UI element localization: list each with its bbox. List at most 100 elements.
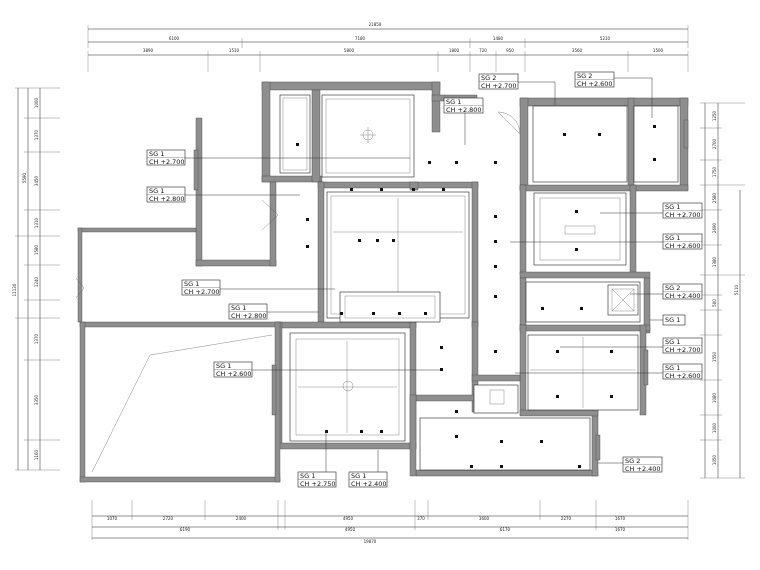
tag-17: SG 2 CH +2.400 bbox=[622, 456, 663, 473]
tag-height: CH +2.600 bbox=[665, 242, 701, 250]
tag-15: SG 1 CH +2.700 bbox=[662, 337, 703, 354]
dim-top-inner-7: 3560 bbox=[572, 48, 583, 53]
tag-code: SG 1 bbox=[665, 338, 680, 346]
dim-left-7: 1370 bbox=[34, 333, 39, 344]
dim-bottom-inner-2: 2720 bbox=[163, 516, 174, 521]
left-dimensions: 1000 1370 3450 1310 1580 1240 1370 3350 … bbox=[12, 87, 60, 471]
dim-right-total: 5110 bbox=[734, 284, 739, 295]
dim-left-2: 1370 bbox=[34, 129, 39, 140]
dim-right-9: 1080 bbox=[712, 392, 717, 403]
tag-16: SG 1 CH +2.600 bbox=[662, 363, 703, 380]
tag-code: SG 1 bbox=[149, 150, 164, 158]
dim-left-mid: 5590 bbox=[22, 172, 27, 183]
dim-left-3: 3450 bbox=[34, 175, 39, 186]
dim-bottom-inner-8: 1670 bbox=[615, 516, 626, 521]
dim-left-5: 1580 bbox=[34, 244, 39, 255]
tag-6: SG 1 CH +2.750 bbox=[297, 471, 337, 488]
tag-code: SG 1 bbox=[665, 234, 680, 242]
tag-code: SG 2 bbox=[481, 74, 496, 82]
tag-height: CH +2.700 bbox=[481, 82, 517, 90]
dim-right-10: 1000 bbox=[712, 422, 717, 433]
tag-code: SG 1 bbox=[351, 472, 366, 480]
dim-left-9: 1160 bbox=[34, 449, 39, 460]
tag-13: SG 2 CH +2.400 bbox=[662, 283, 703, 300]
dim-top-inner-5: 720 bbox=[479, 48, 487, 53]
tag-11: SG 1 CH +2.700 bbox=[662, 202, 703, 219]
tag-height: CH +2.750 bbox=[300, 480, 336, 488]
tag-2: SG 1 CH +2.800 bbox=[146, 186, 186, 203]
tag-10: SG 2 CH +2.600 bbox=[574, 71, 615, 88]
dim-bottom-total: 19870 bbox=[364, 539, 377, 544]
tag-3: SG 1 CH +2.700 bbox=[181, 279, 221, 296]
tag-code: SG 1 bbox=[149, 187, 164, 195]
tag-height: CH +2.400 bbox=[625, 465, 661, 473]
tag-code: SG 1 bbox=[231, 304, 246, 312]
dim-bottom-inner-6: 3600 bbox=[479, 516, 490, 521]
tag-height: CH +2.600 bbox=[577, 80, 613, 88]
top-dimensions: 21850 6100 7180 1480 5210 3890 1510 5800… bbox=[87, 22, 689, 72]
dim-top-mid-1: 6100 bbox=[169, 36, 180, 41]
dim-top-inner-3: 5800 bbox=[344, 48, 355, 53]
dim-right-5: 2690 bbox=[712, 222, 717, 233]
tag-height: CH +2.600 bbox=[216, 370, 252, 378]
walls bbox=[77, 81, 689, 483]
tag-code: SG 1 bbox=[216, 362, 231, 370]
dim-bottom-inner-4: 4950 bbox=[343, 516, 354, 521]
tag-height: CH +2.600 bbox=[665, 372, 701, 380]
tag-12: SG 1 CH +2.600 bbox=[662, 233, 703, 250]
tag-height: CH +2.400 bbox=[351, 480, 387, 488]
dim-left-6: 1240 bbox=[34, 276, 39, 287]
dim-right-8: 1550 bbox=[712, 351, 717, 362]
dim-bottom-inner-3: 2400 bbox=[236, 516, 247, 521]
dim-top-mid-2: 7180 bbox=[355, 36, 366, 41]
tag-height: CH +2.700 bbox=[665, 211, 701, 219]
dim-top-mid-4: 5210 bbox=[600, 36, 611, 41]
dim-left-4: 1310 bbox=[34, 217, 39, 228]
dim-top-inner-1: 3890 bbox=[143, 48, 154, 53]
leader-lines bbox=[185, 77, 663, 472]
right-dimensions: 1250 2700 1750 2580 2690 1380 500 1550 1… bbox=[700, 102, 745, 479]
dim-right-1: 1250 bbox=[712, 110, 717, 121]
tag-code: SG 2 bbox=[577, 72, 592, 80]
dim-right-11: 1050 bbox=[712, 454, 717, 465]
dim-bottom-mid-1: 6190 bbox=[180, 527, 191, 532]
light-fixtures bbox=[296, 125, 656, 468]
dim-bottom-mid-4: 1670 bbox=[615, 527, 626, 532]
tag-height: CH +2.800 bbox=[231, 312, 267, 320]
tag-height: CH +2.800 bbox=[149, 195, 185, 203]
dim-bottom-inner-5: 370 bbox=[417, 516, 425, 521]
dim-top-inner-6: 950 bbox=[506, 48, 514, 53]
tag-height: CH +2.800 bbox=[446, 106, 482, 114]
tag-4: SG 1 CH +2.800 bbox=[228, 303, 268, 320]
tag-code: SG 1 bbox=[300, 472, 315, 480]
dim-right-2: 2700 bbox=[712, 138, 717, 149]
dim-top-mid-3: 1480 bbox=[493, 36, 504, 41]
dim-bottom-mid-2: 4950 bbox=[345, 527, 356, 532]
dim-bottom-inner-7: 2270 bbox=[561, 516, 572, 521]
dim-bottom-mid-3: 6170 bbox=[500, 527, 511, 532]
tag-9: SG 1 CH +2.800 bbox=[443, 97, 484, 114]
tag-code: SG 2 bbox=[665, 284, 680, 292]
tag-code: SG 1 bbox=[665, 364, 680, 372]
tag-height: CH +2.700 bbox=[665, 346, 701, 354]
dim-top-inner-4: 1800 bbox=[449, 48, 460, 53]
tag-code: SG 1 bbox=[665, 203, 680, 211]
dim-top-inner-2: 1510 bbox=[229, 48, 240, 53]
dim-left-8: 3350 bbox=[34, 394, 39, 405]
dim-top-total: 21850 bbox=[369, 22, 382, 27]
tag-code: SG 1 bbox=[665, 316, 680, 324]
tag-5: SG 1 CH +2.600 bbox=[213, 361, 253, 378]
tag-height: CH +2.700 bbox=[149, 158, 185, 166]
dim-left-total: 11130 bbox=[12, 283, 17, 296]
tag-code: SG 2 bbox=[625, 457, 640, 465]
bottom-dimensions: 1070 2720 2400 4950 370 3600 2270 1670 6… bbox=[91, 500, 689, 544]
dim-bottom-inner-1: 1070 bbox=[107, 516, 118, 521]
dim-right-6: 1380 bbox=[712, 256, 717, 267]
tag-8: SG 2 CH +2.700 bbox=[478, 73, 519, 90]
tag-7: SG 1 CH +2.400 bbox=[348, 471, 388, 488]
tag-14: SG 1 bbox=[662, 314, 686, 326]
dim-top-inner-8: 1500 bbox=[653, 48, 664, 53]
tag-code: SG 1 bbox=[184, 280, 199, 288]
tag-height: CH +2.700 bbox=[184, 288, 220, 296]
